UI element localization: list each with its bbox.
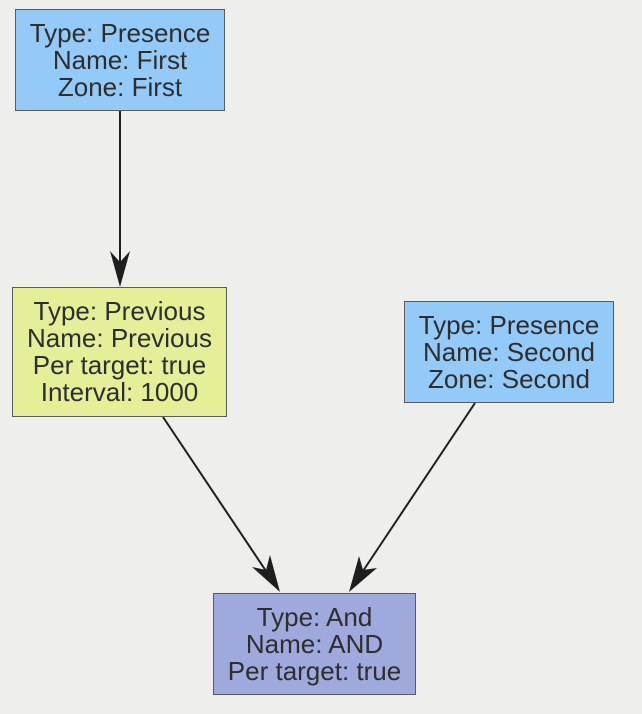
node-type-label: Type: Presence xyxy=(418,309,600,340)
node-type-label: Type: And xyxy=(256,601,373,632)
node-name-label: Name: AND xyxy=(245,628,384,659)
node-per-target-label: Per target: true xyxy=(32,350,207,380)
node-interval-label: Interval: 1000 xyxy=(40,377,199,407)
node-presence-second: Type: Presence Name: Second Zone: Second xyxy=(404,301,614,403)
node-presence-first: Type: Presence Name: First Zone: First xyxy=(15,9,225,111)
node-type-label: Type: Presence xyxy=(29,17,211,48)
node-per-target-label: Per target: true xyxy=(227,655,402,686)
node-previous: Type: Previous Name: Previous Per target… xyxy=(12,287,227,417)
arrowhead-icon xyxy=(349,556,377,592)
edge-second-to-and xyxy=(349,402,476,592)
node-name-label: Name: Previous xyxy=(27,323,212,353)
arrowhead-icon xyxy=(252,555,280,592)
node-and: Type: And Name: AND Per target: true xyxy=(213,593,416,695)
node-zone-label: Zone: First xyxy=(57,71,183,102)
edge-first-to-previous xyxy=(110,111,130,287)
edge-previous-to-and xyxy=(162,416,280,592)
node-name-label: Name: Second xyxy=(423,336,595,367)
arrowhead-icon xyxy=(110,251,130,287)
node-zone-label: Zone: Second xyxy=(428,363,590,394)
node-type-label: Type: Previous xyxy=(33,296,206,326)
node-name-label: Name: First xyxy=(52,44,188,75)
